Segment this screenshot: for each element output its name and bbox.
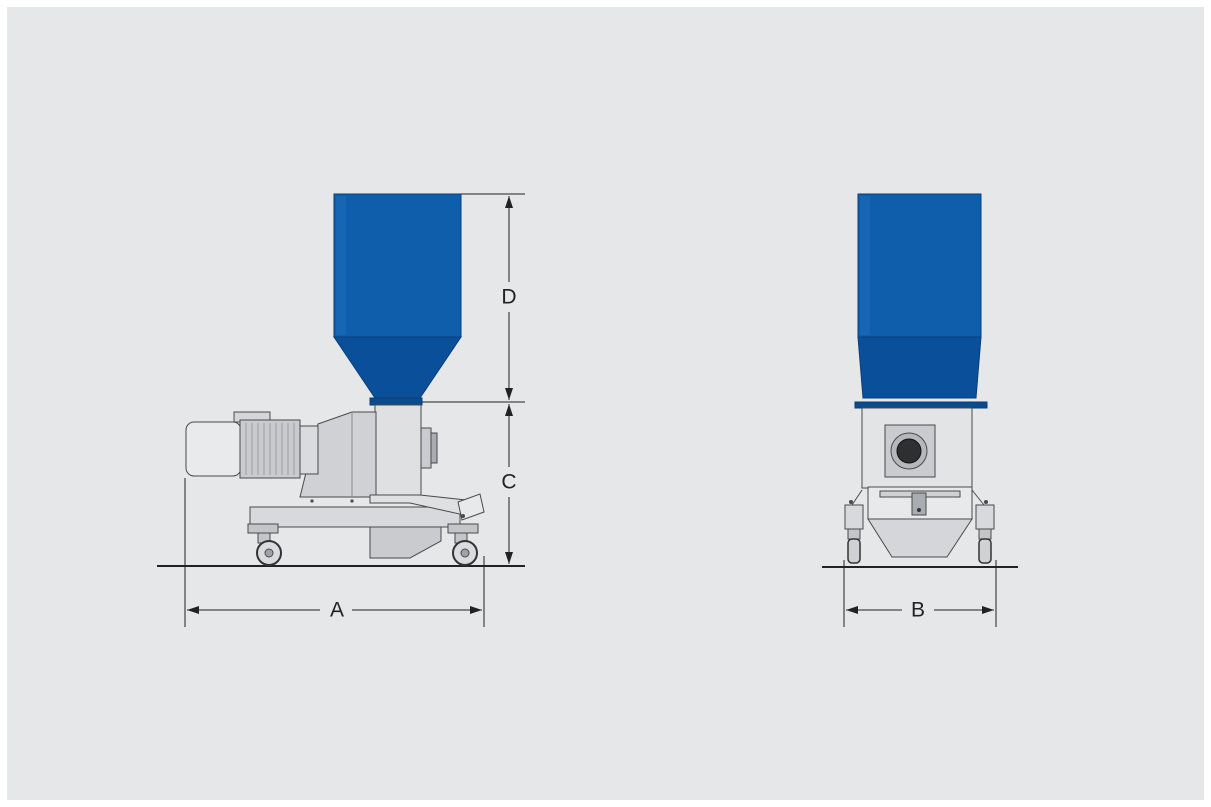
side-view-gearbox <box>299 411 377 503</box>
front-view-housing <box>861 407 973 489</box>
dimension-c-label: C <box>501 471 516 494</box>
diagram-background <box>7 7 1204 800</box>
side-view-frame <box>247 493 485 559</box>
dimension-b <box>843 560 997 627</box>
dimension-a-label: A <box>330 599 344 622</box>
dimension-d-label: D <box>501 286 516 309</box>
front-view-leg-right <box>971 489 995 564</box>
front-view-hopper <box>854 193 988 409</box>
side-view-motor <box>185 411 319 479</box>
side-view-hopper <box>333 193 462 406</box>
side-view-caster-left <box>256 532 282 566</box>
side-view: A D C <box>157 193 525 627</box>
dimension-b-label: B <box>911 599 925 622</box>
side-view-caster-right <box>452 532 478 566</box>
dimension-a <box>184 478 485 627</box>
front-view: B <box>822 193 1018 627</box>
side-view-feed-housing <box>374 404 438 496</box>
front-view-discharge <box>867 486 973 558</box>
front-view-leg-left <box>844 489 864 564</box>
dimension-c <box>505 404 513 564</box>
dimension-d <box>422 193 525 403</box>
